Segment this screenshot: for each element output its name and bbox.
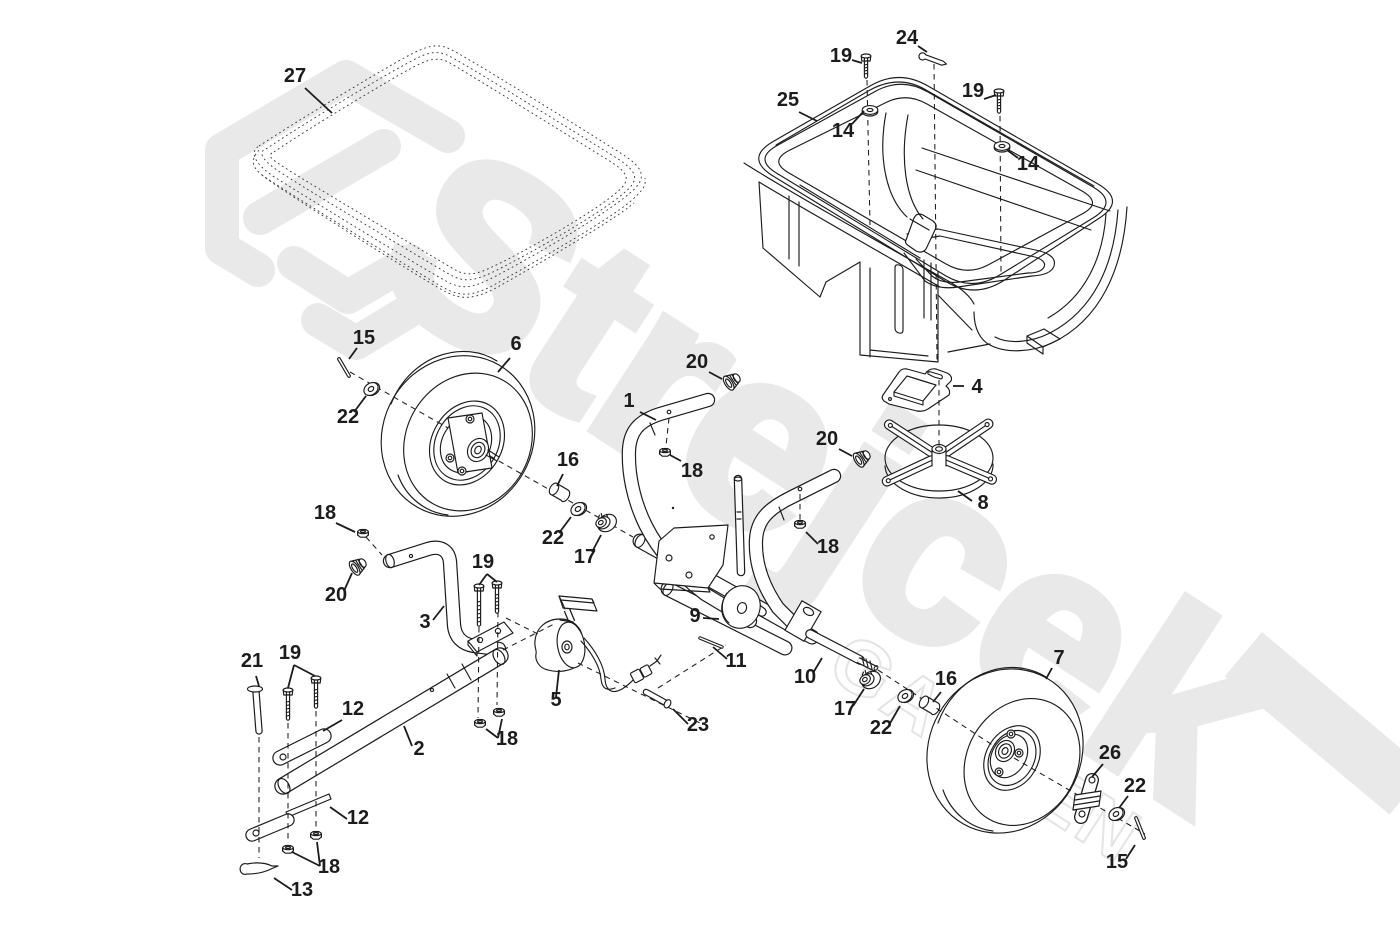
svg-text:12: 12 (347, 807, 369, 829)
svg-text:7: 7 (1053, 647, 1064, 669)
svg-text:25: 25 (777, 89, 799, 111)
svg-text:4: 4 (971, 376, 983, 398)
svg-text:19: 19 (830, 45, 852, 67)
svg-text:8: 8 (977, 492, 988, 514)
svg-text:24: 24 (896, 27, 919, 49)
svg-text:17: 17 (574, 546, 596, 568)
svg-text:20: 20 (686, 351, 708, 373)
svg-text:14: 14 (832, 120, 855, 142)
svg-text:27: 27 (284, 65, 306, 87)
svg-text:20: 20 (816, 428, 838, 450)
svg-text:13: 13 (291, 879, 313, 901)
svg-text:18: 18 (817, 536, 839, 558)
svg-text:15: 15 (353, 327, 375, 349)
svg-text:18: 18 (681, 460, 703, 482)
svg-text:5: 5 (550, 689, 561, 711)
svg-text:23: 23 (687, 714, 709, 736)
svg-text:10: 10 (794, 666, 816, 688)
svg-text:18: 18 (314, 502, 336, 524)
svg-text:22: 22 (337, 406, 359, 428)
svg-text:22: 22 (542, 527, 564, 549)
svg-text:21: 21 (241, 650, 263, 672)
svg-text:18: 18 (496, 728, 518, 750)
svg-text:19: 19 (962, 80, 984, 102)
svg-text:22: 22 (870, 717, 892, 739)
svg-text:11: 11 (725, 650, 746, 672)
svg-text:3: 3 (419, 611, 430, 633)
svg-text:18: 18 (318, 856, 340, 878)
svg-text:15: 15 (1106, 851, 1128, 873)
svg-text:19: 19 (279, 642, 301, 664)
svg-text:19: 19 (472, 551, 494, 573)
svg-text:16: 16 (935, 668, 957, 690)
svg-text:9: 9 (689, 605, 700, 627)
svg-text:2: 2 (413, 738, 424, 760)
svg-text:17: 17 (834, 698, 856, 720)
svg-text:16: 16 (557, 449, 579, 471)
svg-text:1: 1 (623, 390, 634, 412)
svg-text:22: 22 (1124, 775, 1146, 797)
svg-text:26: 26 (1099, 742, 1121, 764)
svg-text:6: 6 (510, 333, 521, 355)
svg-text:20: 20 (325, 584, 347, 606)
svg-text:12: 12 (342, 698, 364, 720)
svg-text:14: 14 (1017, 153, 1040, 175)
